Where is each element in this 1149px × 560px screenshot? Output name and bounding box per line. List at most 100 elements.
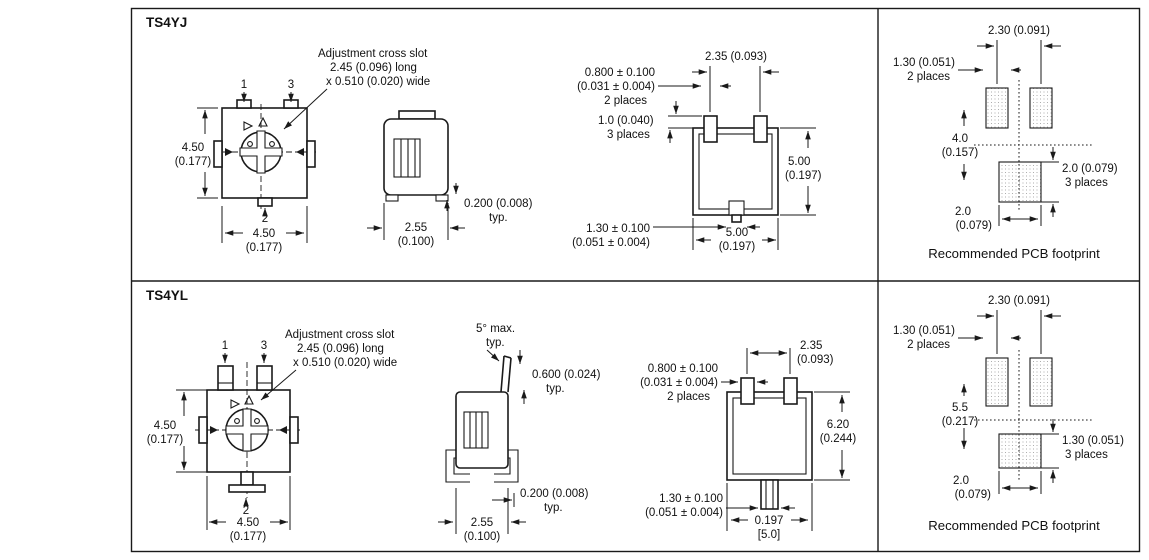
dim-label: typ. [546, 383, 565, 395]
dim-label: 2 places [667, 391, 710, 403]
dim-label: typ. [489, 212, 508, 224]
dim-label: (0.031 ± 0.004) [577, 81, 655, 93]
dim-label: (0.093) [797, 354, 834, 366]
dim-label: 0.200 (0.008) [520, 488, 589, 500]
dim-label: 2.30 (0.091) [988, 295, 1050, 307]
note-line: Adjustment cross slot [285, 329, 395, 341]
rotation-mark-icon [243, 121, 254, 131]
note-line: 2.45 (0.096) long [297, 343, 384, 355]
ts4yj-side-view: 0.200 (0.008) typ. 2.55 (0.100) [367, 110, 533, 248]
ts4yl-top-view: 1 3 2 4.50 (0.177) 4.50 (0.177) Adjustme… [147, 329, 397, 543]
dim-label: 2.0 [955, 206, 971, 218]
ts4yj-bottom-view: 2.35 (0.093) 0.800 ± 0.100 (0.031 ± 0.00… [572, 51, 822, 253]
dim-label: (0.217) [942, 416, 979, 428]
dim-label: 2 places [604, 95, 647, 107]
dim-label: 0.800 ± 0.100 [648, 363, 718, 375]
dim-label: 2.0 [953, 475, 969, 487]
dim-label: 3 places [1065, 177, 1108, 189]
dim-label: 1.30 (0.051) [893, 57, 955, 69]
wiper-arrow-icon [296, 148, 304, 156]
dim-label: (0.177) [230, 531, 267, 543]
dim-label: 0.200 (0.008) [464, 198, 533, 210]
dim-label: (0.197) [719, 241, 756, 253]
dim-label: 3 places [607, 129, 650, 141]
ts4yl-footprint: 2.30 (0.091) 1.30 (0.051) 2 places 5.5 (… [893, 295, 1124, 533]
dim-label: 5.00 [788, 156, 810, 168]
dim-label: 2.55 [405, 222, 427, 234]
rotation-mark-icon [230, 399, 241, 409]
ts4yl-side-view: 5° max. typ. 0.600 (0.024) typ. 0.200 (0… [438, 323, 601, 543]
pin-label: 3 [261, 340, 267, 352]
wiper-arrow-icon [279, 426, 287, 434]
wiper-arrow-icon [225, 148, 233, 156]
ts4yl-bottom-view: 0.800 ± 0.100 (0.031 ± 0.004) 2 places 2… [640, 340, 856, 541]
dim-label: 4.50 [154, 420, 176, 432]
ts4yj-footprint: 2.30 (0.091) 1.30 (0.051) 2 places 4.0 (… [893, 25, 1118, 261]
dim-label: 1.30 (0.051) [1062, 435, 1124, 447]
note-line: x 0.510 (0.020) wide [293, 357, 397, 369]
dim-label: (0.051 ± 0.004) [572, 237, 650, 249]
dim-label: 2.0 (0.079) [1062, 163, 1118, 175]
dim-label: (0.079) [956, 220, 993, 232]
dim-label: 1.30 ± 0.100 [586, 223, 650, 235]
dim-label: 4.50 [253, 228, 275, 240]
dim-label: (0.079) [955, 489, 992, 501]
dim-label: 2 places [907, 339, 950, 351]
dim-label: 4.50 [237, 517, 259, 529]
pcb-pad [985, 87, 1009, 129]
dim-label: (0.244) [820, 433, 857, 445]
note-line: Adjustment cross slot [318, 48, 428, 60]
footprint-caption: Recommended PCB footprint [928, 246, 1100, 261]
dim-label: (0.177) [147, 434, 184, 446]
note-line: 2.45 (0.096) long [330, 62, 417, 74]
note-line: x 0.510 (0.020) wide [326, 76, 430, 88]
pcb-pad [985, 357, 1009, 407]
dim-label: 6.20 [827, 419, 849, 431]
dim-label: (0.100) [464, 531, 501, 543]
dim-label: 1.0 (0.040) [598, 115, 654, 127]
dim-label: 5.5 [952, 402, 968, 414]
dim-label: (0.157) [942, 147, 979, 159]
pcb-pad [1029, 357, 1053, 407]
dim-label: typ. [544, 502, 563, 514]
rotation-mark-icon [244, 394, 254, 405]
wiper-arrow-icon [210, 426, 218, 434]
dim-label: 2.35 (0.093) [705, 51, 767, 63]
pin-label: 1 [241, 79, 247, 91]
frame [130, 7, 1141, 553]
pin-label: 2 [262, 213, 268, 225]
dim-label: 5.00 [726, 227, 748, 239]
pin-label: 1 [222, 340, 228, 352]
dim-label: 3 places [1065, 449, 1108, 461]
dim-label: (0.177) [175, 156, 212, 168]
ts4yj-top-view: 1 3 2 4.50 (0.177) 4.50 (0.177) Adjustme… [175, 48, 430, 254]
dim-label: 4.0 [952, 133, 968, 145]
dim-label: 0.197 [755, 515, 784, 527]
dim-label: (0.100) [398, 236, 435, 248]
dim-label: (0.051 ± 0.004) [645, 507, 723, 519]
dim-label: typ. [486, 337, 505, 349]
dim-label: 0.600 (0.024) [532, 369, 601, 381]
dim-label: 2.35 [800, 340, 822, 352]
pin-label: 3 [288, 79, 294, 91]
ts4yl-title: TS4YL [146, 288, 188, 303]
dim-label: 0.800 ± 0.100 [585, 67, 655, 79]
ts4yj-title: TS4YJ [146, 15, 187, 30]
dim-label: 2.55 [471, 517, 493, 529]
pcb-pad [1029, 87, 1053, 129]
dim-label: (0.197) [785, 170, 822, 182]
dim-label: 1.30 (0.051) [893, 325, 955, 337]
dim-label: 2.30 (0.091) [988, 25, 1050, 37]
dim-label: 4.50 [182, 142, 204, 154]
pcb-pad [998, 161, 1042, 203]
pin-label: 2 [243, 505, 249, 517]
dim-label: (0.177) [246, 242, 283, 254]
footprint-caption: Recommended PCB footprint [928, 518, 1100, 533]
dim-label: 5° max. [476, 323, 515, 335]
dim-label: 2 places [907, 71, 950, 83]
rotation-mark-icon [258, 116, 268, 127]
dim-label: [5.0] [758, 529, 780, 541]
dim-label: 1.30 ± 0.100 [659, 493, 723, 505]
